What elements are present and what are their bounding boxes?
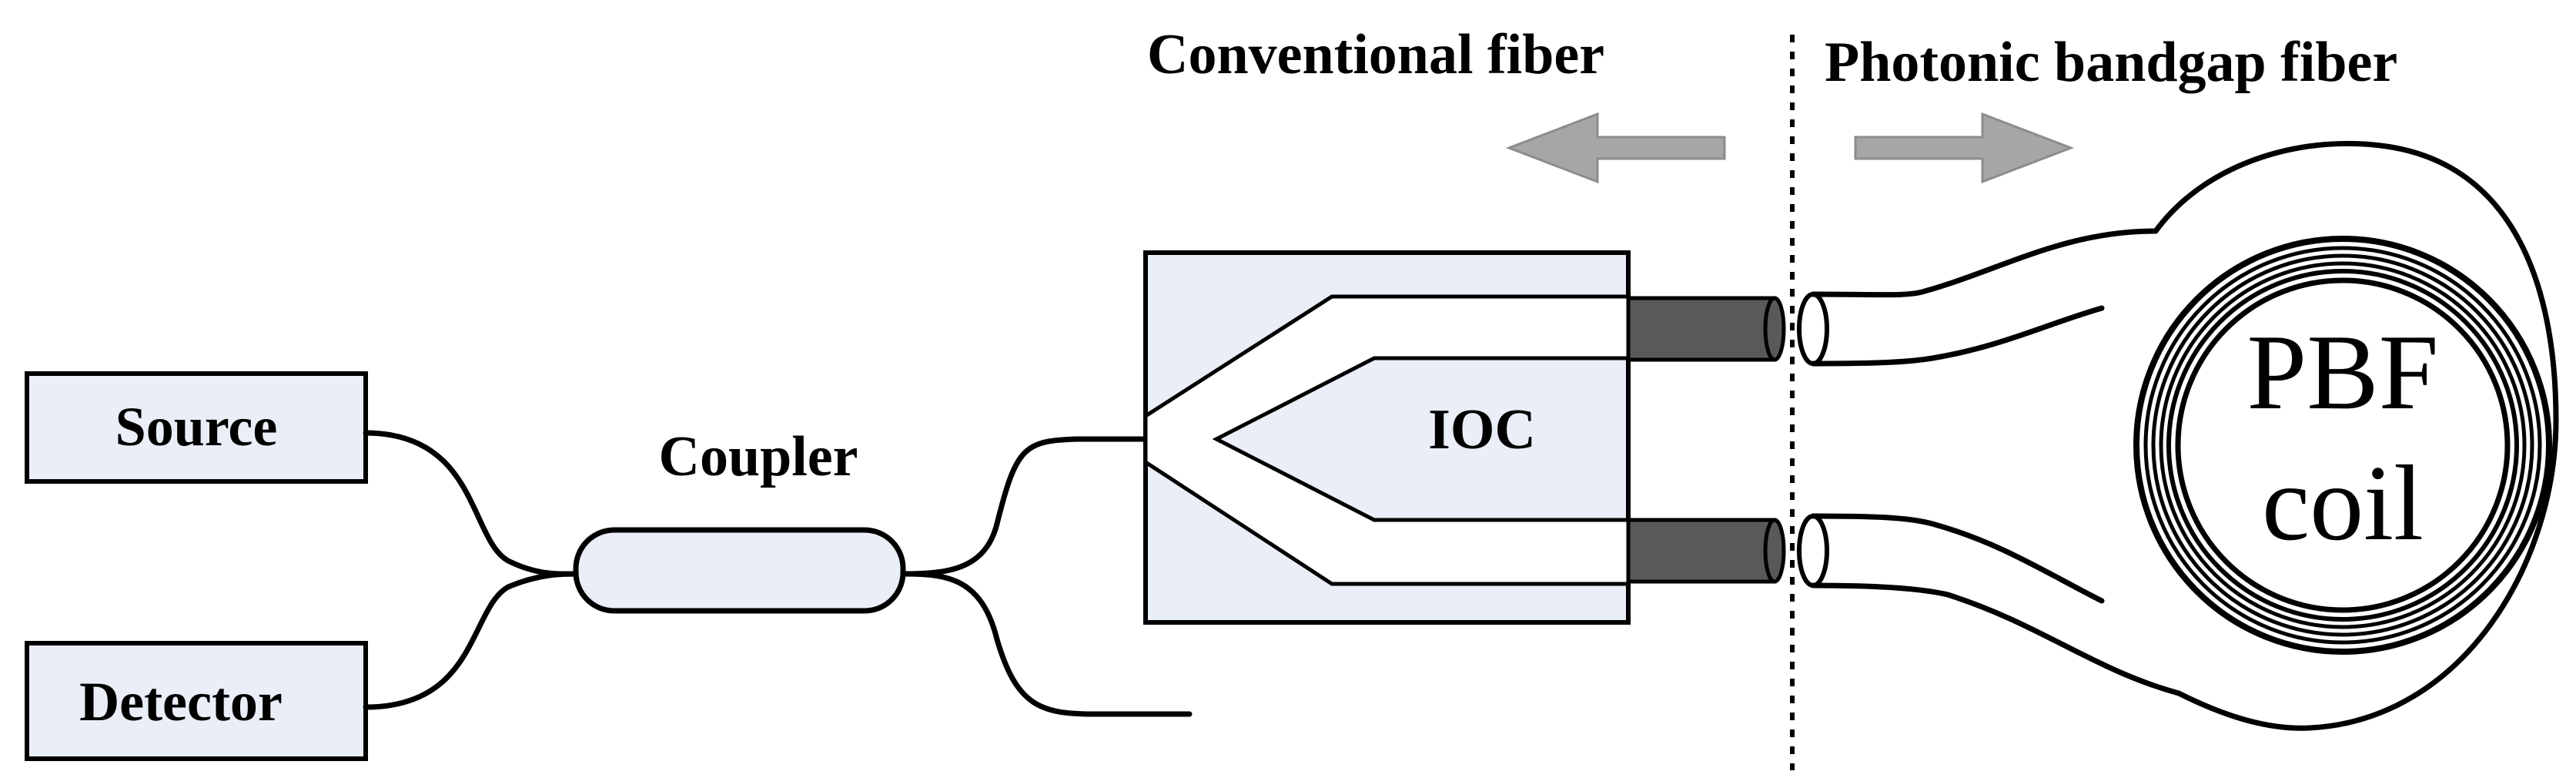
source-box: Source	[25, 371, 368, 484]
ioc-chip: IOC	[1143, 250, 1631, 625]
source-label: Source	[115, 396, 278, 458]
pbf-coil-label-line2: coil	[2262, 444, 2424, 563]
coupler-to-ioc-fiber	[900, 436, 1149, 577]
pbf-coil-label-line1: PBF	[2246, 313, 2438, 432]
pbf-upper-lead-inner	[1810, 305, 2105, 367]
pbf-outer-loop	[2153, 140, 2559, 731]
photonic-bandgap-fiber-label: Photonic bandgap fiber	[1825, 31, 2397, 94]
pbf-coil: PBF coil	[2133, 236, 2552, 655]
pbf-lower-lead	[1810, 513, 2105, 604]
lower-connector	[1626, 518, 1786, 584]
right-arrow-icon	[1854, 112, 2075, 184]
detector-label: Detector	[79, 671, 283, 733]
conventional-fiber-label: Conventional fiber	[1147, 23, 1604, 86]
source-fiber	[363, 430, 580, 577]
ioc-label: IOC	[1428, 398, 1536, 461]
pbf-lower-lead-outer	[1810, 582, 2182, 696]
coupler-open-fiber	[900, 571, 1193, 717]
detector-box: Detector	[25, 641, 368, 761]
ioc-waveguide	[1143, 294, 1631, 586]
left-arrow-icon	[1505, 112, 1726, 184]
coupler-label: Coupler	[659, 425, 858, 488]
lower-pbf-fiber-end	[1797, 514, 1829, 588]
upper-pbf-fiber-end	[1797, 292, 1829, 366]
upper-connector	[1626, 296, 1786, 362]
detector-fiber	[363, 571, 580, 710]
pbf-upper-lead	[1810, 228, 2159, 298]
coupler-body	[573, 527, 906, 614]
